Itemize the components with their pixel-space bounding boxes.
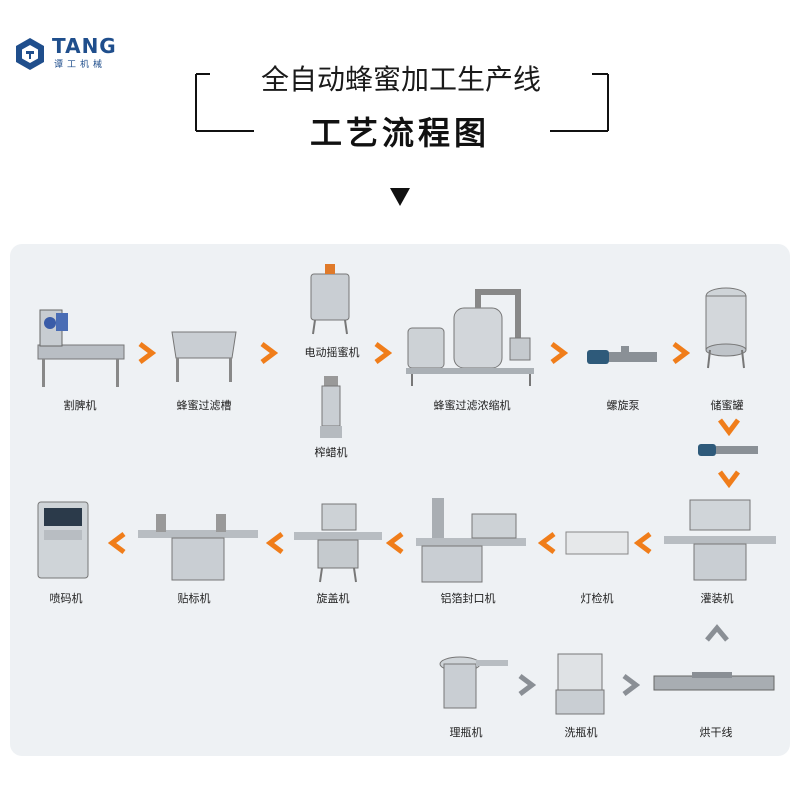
filter-tank-icon [171, 331, 237, 382]
label-concentrator: 蜂蜜过滤浓缩机 [433, 399, 511, 412]
logo-brand: TANG [52, 34, 117, 58]
label-wax-press: 榨蜡机 [314, 446, 348, 459]
flow-panel [10, 244, 790, 756]
label-light-check: 灯检机 [580, 592, 614, 605]
wax-press-icon [320, 376, 342, 438]
arrow-left-icon [386, 532, 404, 554]
filling-machine-icon [664, 499, 776, 581]
label-bottle-washer: 洗瓶机 [564, 726, 598, 739]
bottle-washer-icon [555, 653, 605, 715]
arrow-right-icon [138, 342, 156, 364]
label-screw-pump: 螺旋泵 [606, 399, 640, 412]
foil-sealer-icon [416, 498, 526, 583]
arrow-left-icon [108, 532, 126, 554]
label-labeler: 贴标机 [177, 592, 211, 605]
down-arrow-icon [390, 188, 410, 206]
arrow-up-icon [705, 624, 729, 642]
label-bottle-sorter: 理瓶机 [449, 726, 483, 739]
screw-pump-icon [698, 444, 758, 456]
label-drying-line: 烘干线 [699, 726, 733, 739]
logo-icon [16, 38, 44, 70]
arrow-left-icon [538, 532, 556, 554]
screw-pump-icon [587, 346, 657, 364]
label-filling: 灌装机 [700, 592, 734, 605]
label-storage-tank: 储蜜罐 [710, 399, 744, 412]
label-capper: 旋盖机 [316, 592, 350, 605]
logo-subtitle: 谭工机械 [54, 60, 107, 70]
arrow-right-gray-icon [518, 674, 536, 696]
arrow-left-icon [266, 532, 284, 554]
arrow-right-icon [550, 342, 568, 364]
coder-icon [37, 501, 89, 579]
label-extractor: 电动摇蜜机 [304, 346, 360, 359]
bottle-sorter-icon [439, 656, 508, 709]
arrow-down-icon [718, 470, 740, 488]
page-subtitle: 工艺流程图 [274, 108, 526, 154]
arrow-right-icon [672, 342, 690, 364]
extractor-icon [310, 264, 350, 335]
label-filter-tank: 蜂蜜过滤槽 [176, 399, 232, 412]
labeler-icon [138, 514, 258, 581]
arrow-down-icon [718, 418, 740, 436]
label-foil-sealer: 铝箔封口机 [440, 592, 496, 605]
label-coder: 喷码机 [49, 592, 83, 605]
arrow-right-icon [374, 342, 392, 364]
concentrator-icon [406, 289, 534, 386]
uncapper-machine-icon [37, 309, 125, 387]
arrow-right-icon [260, 342, 278, 364]
arrow-left-icon [634, 532, 652, 554]
page-title: 全自动蜂蜜加工生产线 [210, 58, 592, 98]
light-check-icon [565, 531, 629, 555]
drying-line-icon [653, 672, 775, 691]
arrow-right-gray-icon [622, 674, 640, 696]
label-uncapper: 割脾机 [63, 399, 97, 412]
capper-icon [294, 503, 382, 583]
storage-tank-icon [705, 287, 747, 369]
